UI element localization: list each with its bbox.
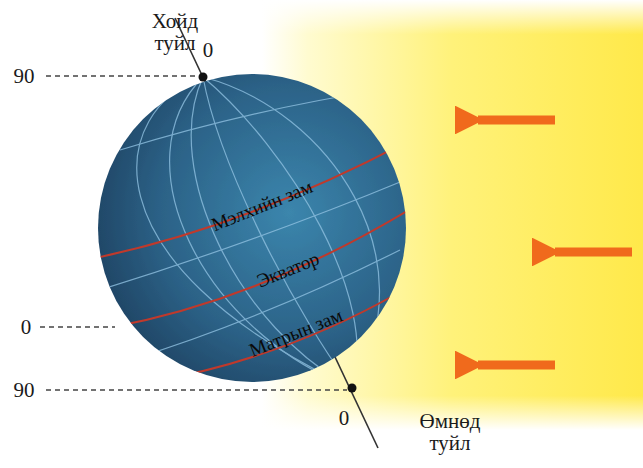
- pole-label: Хойд туйл: [140, 10, 210, 54]
- latitude-number: 90: [14, 65, 35, 87]
- latitude-number: 90: [14, 379, 35, 401]
- latitude-number: 0: [21, 316, 32, 338]
- longitude-number: 0: [339, 407, 350, 429]
- pole-label: Өмнөд туйл: [415, 410, 485, 454]
- longitude-number: 0: [203, 39, 214, 61]
